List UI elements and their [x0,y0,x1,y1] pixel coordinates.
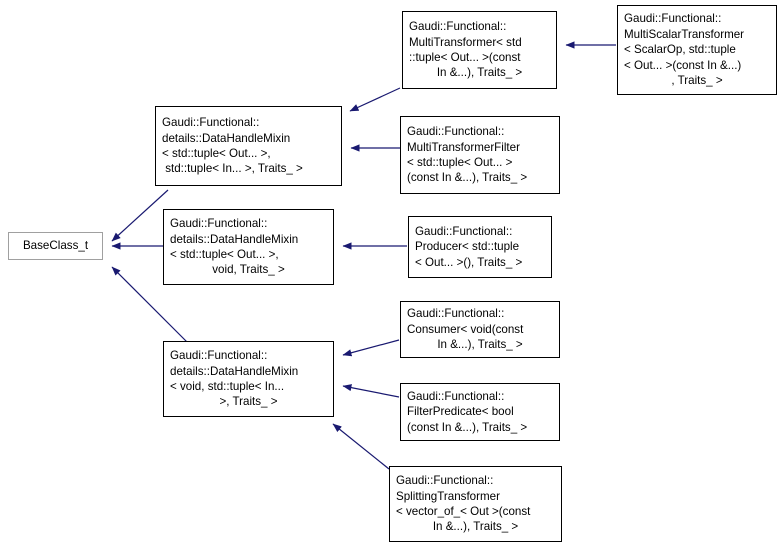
class-node-producer[interactable]: Gaudi::Functional::Producer< std::tuple<… [408,216,552,278]
class-node-label: Gaudi::Functional::SplittingTransformer<… [390,473,561,535]
class-node-line: std::tuple< In... >, Traits_ > [162,162,303,176]
class-node-label: BaseClass_t [9,238,102,253]
class-node-label: Gaudi::Functional::MultiTransformerFilte… [401,124,559,186]
class-node-line: (const In &...), Traits_ > [407,420,528,434]
class-node-line: < Out... >(), Traits_ > [415,255,523,269]
class-node-line: Producer< std::tuple [415,240,520,254]
class-node-line: Gaudi::Functional:: [407,307,505,321]
class-node-line: In &...), Traits_ > [437,338,523,352]
class-node-line: In &...), Traits_ > [436,66,523,80]
class-node-line: Gaudi::Functional:: [170,349,268,363]
class-node-line: < std::tuple< Out... >, [162,147,271,160]
class-node-datahandlemixin-tuple-void[interactable]: Gaudi::Functional::details::DataHandleMi… [163,209,334,285]
class-node-label: Gaudi::Functional::Producer< std::tuple<… [409,224,551,270]
class-node-line: In &...), Traits_ > [432,520,519,534]
class-node-filterpredicate[interactable]: Gaudi::Functional::FilterPredicate< bool… [400,383,560,441]
inheritance-edge-consumer-to-datahandlemixin-void-tuple: inherits [342,339,400,357]
class-node-line: ::tuple< Out... >(const [409,51,521,64]
class-node-label: Gaudi::Functional::details::DataHandleMi… [164,216,333,278]
class-node-line: details::DataHandleMixin [170,232,299,246]
class-node-line: MultiScalarTransformer [624,27,745,41]
class-node-line: Gaudi::Functional:: [170,217,268,231]
class-node-line: MultiTransformer< std [409,35,522,49]
class-node-label: Gaudi::Functional::FilterPredicate< bool… [401,389,559,435]
class-node-line: Consumer< void(const [407,322,524,336]
class-node-line: SplittingTransformer [396,489,500,503]
class-node-line: details::DataHandleMixin [162,131,291,145]
class-node-line: , Traits_ > [671,74,723,88]
class-node-line: Gaudi::Functional:: [415,224,513,238]
class-node-line: < std::tuple< Out... > [407,156,513,169]
class-node-label: Gaudi::Functional::MultiTransformer< std… [403,19,556,81]
inheritance-edge-datahandlemixin-tuple-tuple-to-base-class-t: inherits [111,189,169,242]
class-node-line: Gaudi::Functional:: [409,20,507,34]
class-node-label: Gaudi::Functional::MultiScalarTransforme… [618,11,776,88]
class-node-line: (const In &...), Traits_ > [407,171,528,185]
class-node-multitransformerfilter[interactable]: Gaudi::Functional::MultiTransformerFilte… [400,116,560,194]
class-node-line: MultiTransformerFilter [407,140,520,154]
inheritance-edge-filterpredicate-to-datahandlemixin-void-tuple: inherits [342,384,400,398]
class-node-datahandlemixin-void-tuple[interactable]: Gaudi::Functional::details::DataHandleMi… [163,341,334,417]
inheritance-edge-splittingtransformer-to-datahandlemixin-void-tuple: inherits [332,423,390,470]
class-node-label: Gaudi::Functional::details::DataHandleMi… [164,348,333,410]
class-node-label: Gaudi::Functional::details::DataHandleMi… [156,115,341,177]
class-node-line: Gaudi::Functional:: [407,389,505,403]
class-node-line: Gaudi::Functional:: [162,116,260,130]
class-node-multiscalartransformer[interactable]: Gaudi::Functional::MultiScalarTransforme… [617,5,777,95]
class-node-line: Gaudi::Functional:: [624,12,722,26]
class-node-line: < ScalarOp, std::tuple [624,43,736,57]
class-node-line: details::DataHandleMixin [170,364,299,378]
class-node-line: BaseClass_t [22,239,89,253]
class-node-line: >, Traits_ > [219,395,278,409]
class-node-base-class-t[interactable]: BaseClass_t [8,232,103,260]
class-node-datahandlemixin-tuple-tuple[interactable]: Gaudi::Functional::details::DataHandleMi… [155,106,342,186]
class-node-line: < vector_of_< Out >(const [396,505,531,518]
class-node-line: < Out... >(const In &...) [624,58,742,72]
class-node-line: < std::tuple< Out... >, [170,248,279,261]
class-node-line: < void, std::tuple< In... [170,380,285,393]
class-node-line: void, Traits_ > [212,263,285,277]
class-node-line: Gaudi::Functional:: [396,474,494,488]
class-node-line: FilterPredicate< bool [407,405,514,419]
class-node-multitransformer[interactable]: Gaudi::Functional::MultiTransformer< std… [402,11,557,89]
inheritance-edge-multitransformer-to-datahandlemixin-tuple-tuple: inherits [349,87,401,112]
class-node-splittingtransformer[interactable]: Gaudi::Functional::SplittingTransformer<… [389,466,562,542]
class-node-line: Gaudi::Functional:: [407,125,505,139]
